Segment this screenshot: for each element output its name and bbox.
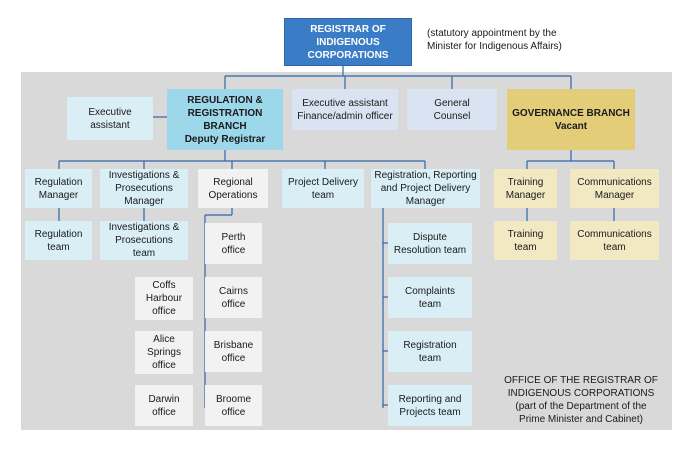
regulation-branch-box: REGULATION & REGISTRATION BRANCH Deputy … [167, 89, 283, 150]
executive-assistant-box: Executive assistant [67, 97, 153, 140]
alice-springs-office-box: Alice Springs office [135, 331, 193, 374]
cairns-office-box: Cairns office [205, 277, 262, 318]
exec-finance-box: Executive assistant Finance/admin office… [292, 89, 398, 130]
complaints-team-box: Complaints team [388, 277, 472, 318]
regional-operations-box: Regional Operations [198, 169, 268, 208]
regulation-manager-box: Regulation Manager [25, 169, 92, 208]
statutory-note: (statutory appointment by the Minister f… [427, 28, 562, 52]
darwin-office-box: Darwin office [135, 385, 193, 426]
perth-office-box: Perth office [205, 223, 262, 264]
general-counsel-box: General Counsel [407, 89, 497, 130]
training-team-box: Training team [494, 221, 557, 260]
coffs-harbour-office-box: Coffs Harbour office [135, 277, 193, 320]
regulation-team-box: Regulation team [25, 221, 92, 260]
project-delivery-box: Project Delivery team [282, 169, 364, 208]
communications-manager-box: Communications Manager [570, 169, 659, 208]
office-note: OFFICE OF THE REGISTRAR OF INDIGENOUS CO… [504, 375, 658, 425]
investigations-manager-box: Investigations & Prosecutions Manager [100, 169, 188, 208]
rrpd-manager-box: Registration, Reporting and Project Deli… [371, 169, 480, 208]
investigations-team-box: Investigations & Prosecutions team [100, 221, 188, 260]
governance-branch-box: GOVERNANCE BRANCH Vacant [507, 89, 635, 150]
communications-team-box: Communications team [570, 221, 659, 260]
broome-office-box: Broome office [205, 385, 262, 426]
registrar-box: REGISTRAR OF INDIGENOUS CORPORATIONS [284, 18, 412, 66]
brisbane-office-box: Brisbane office [205, 331, 262, 372]
dispute-resolution-team-box: Dispute Resolution team [388, 223, 472, 264]
training-manager-box: Training Manager [494, 169, 557, 208]
reporting-projects-team-box: Reporting and Projects team [388, 385, 472, 426]
registration-team-box: Registration team [388, 331, 472, 372]
